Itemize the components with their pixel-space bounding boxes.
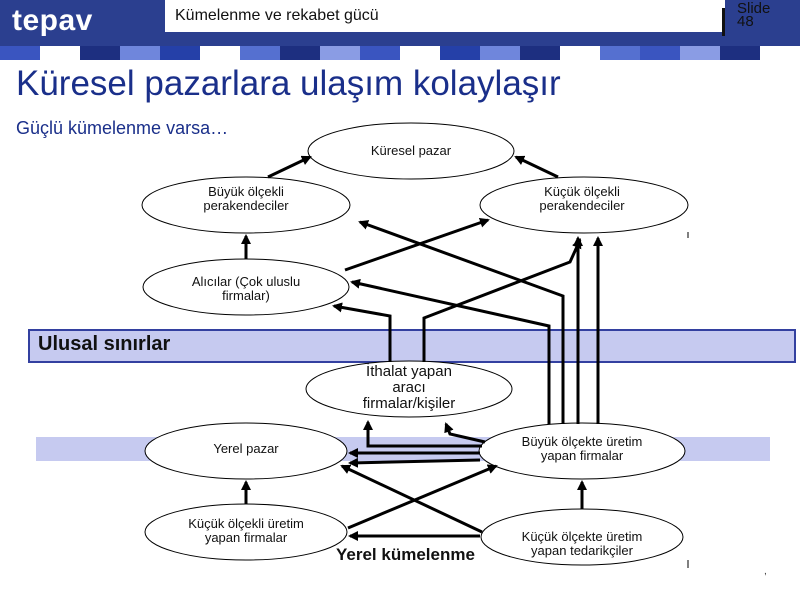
label-line: Büyük ölçekli	[208, 184, 284, 199]
node-importers	[305, 360, 513, 418]
arrow-large-producers-to-importers-a	[363, 420, 482, 448]
arrow-large-retailers-to-global	[267, 155, 312, 179]
arrow-buyers-to-small-retailers	[344, 217, 490, 272]
node-small-retailers	[479, 176, 689, 234]
label-small-producers: Küçük ölçekli üretim yapan firmalar	[161, 517, 331, 545]
label-line: yapan firmalar	[540, 448, 624, 463]
slide-separator	[722, 8, 725, 36]
label-line: İthalat yapan	[366, 363, 452, 380]
arrow-small-producers-to-large-producers	[347, 464, 498, 530]
slide-subtitle: Güçlü kümelenme varsa…	[16, 118, 229, 138]
label-line: Alıcılar (Çok uluslu	[191, 274, 301, 289]
arrow-small-suppliers-to-local-market	[340, 464, 483, 534]
label-line: Küçük ölçekte üretim	[521, 529, 643, 544]
slide-number-value: 48	[737, 13, 754, 30]
node-large-producers	[478, 422, 686, 480]
arrow-importers-to-small-retailers	[422, 238, 582, 362]
slide-number: Slide 48	[737, 0, 771, 30]
node-global-market	[307, 122, 515, 180]
national-borders-label: Ulusal sınırlar	[38, 333, 171, 355]
label-line: firmalar)	[222, 288, 270, 303]
arrow-importers-to-buyers	[332, 302, 392, 362]
arrow-small-retailers-to-global	[514, 155, 559, 179]
slide-word: Slide	[737, 0, 771, 17]
local-cluster-label: Yerel kümelenme	[336, 545, 475, 564]
node-local-market	[144, 422, 348, 480]
label-line: aracı	[392, 379, 426, 396]
label-global-market-line: Küresel pazar	[370, 143, 452, 158]
header-color-blocks	[0, 46, 800, 60]
label-importers: İthalat yapan aracı firmalar/kişiler	[329, 364, 489, 412]
label-line: yapan firmalar	[204, 530, 288, 545]
header-title-panel	[165, 0, 725, 32]
label-line: firmalar/kişiler	[362, 395, 456, 412]
node-large-retailers	[141, 176, 351, 234]
footer-mark: ,	[764, 566, 767, 577]
header-title: Kümelenme ve rekabet gücü	[175, 7, 379, 24]
label-line: yapan tedarikçiler	[531, 543, 633, 558]
label-small-retailers: Küçük ölçekli perakendeciler	[502, 185, 662, 213]
label-line: Küçük ölçekli üretim	[188, 516, 304, 531]
arrow-large-producers-to-local-market-2	[348, 457, 481, 468]
tepav-logo: tepav	[12, 4, 93, 37]
label-line: Küçük ölçekli	[544, 184, 620, 199]
arrow-large-producers-to-buyers	[350, 278, 551, 424]
label-local-market: Yerel pazar	[166, 442, 326, 456]
label-local-market-line: Yerel pazar	[213, 441, 279, 456]
slide-title: Küresel pazarlara ulaşım kolaylaşır	[16, 64, 561, 103]
arrow-large-producers-to-large-retailers	[358, 220, 565, 424]
label-line: Büyük ölçekte üretim	[521, 434, 643, 449]
label-large-retailers: Büyük ölçekli perakendeciler	[166, 185, 326, 213]
label-line: perakendeciler	[539, 198, 625, 213]
arrow-large-producers-to-importers-b	[444, 422, 486, 444]
label-buyers: Alıcılar (Çok uluslu firmalar)	[166, 275, 326, 303]
label-large-producers: Büyük ölçekte üretim yapan firmalar	[497, 435, 667, 463]
label-global-market: Küresel pazar	[331, 144, 491, 158]
label-small-suppliers: Küçük ölçekte üretim yapan tedarikçiler	[497, 530, 667, 558]
label-line: perakendeciler	[203, 198, 289, 213]
